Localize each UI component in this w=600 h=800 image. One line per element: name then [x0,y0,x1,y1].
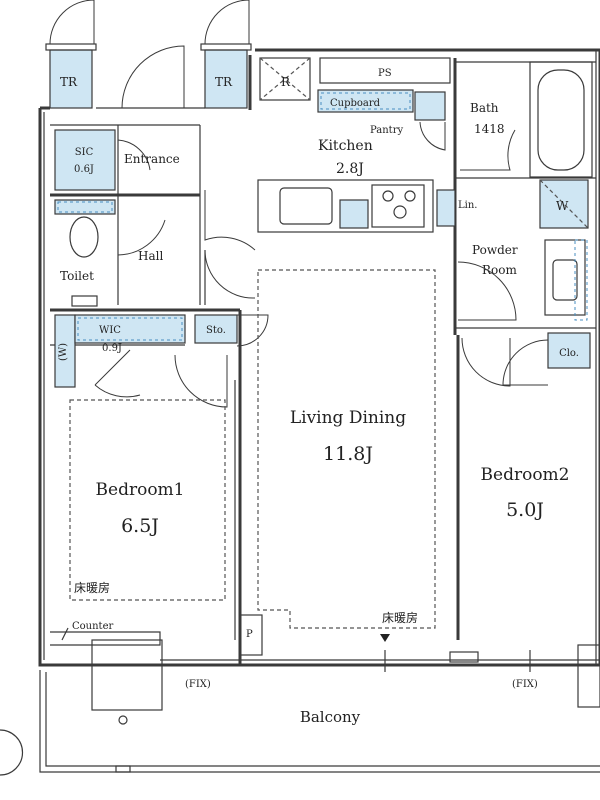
p-box: P [239,614,263,656]
sic-size: 0.6J [74,164,94,175]
cupboard-label: Cupboard [330,98,381,109]
tr-left-shaft: TR [45,0,97,109]
sic-label: SIC [75,147,94,158]
bedroom1-door [174,354,228,408]
toilet-room: Toilet [54,199,166,307]
floor-heat-living: 床暖房 [382,610,418,625]
fix-right-label: (FIX) [512,679,538,690]
living-size: 11.8J [323,443,373,465]
outer-walls [38,48,600,667]
p-label: P [246,629,253,640]
bedroom1-heating-zone [69,399,226,601]
right-pillar [577,644,600,708]
sic-closet: SIC 0.6J [54,129,151,191]
kitchen-size: 2.8J [336,161,364,177]
ps-label: PS [378,68,392,79]
bedroom2-door [461,337,511,387]
powder-label-2: Room [482,263,517,277]
living-label: Living Dining [290,408,406,428]
powder-label: Powder [472,243,518,257]
bath-area: Bath 1418 W Lin. Powder Room Clo. [436,58,596,386]
bath-label: Bath [470,101,499,115]
wic-closet: (W) WIC 0.9J [54,314,186,398]
bedroom1-size: 6.5J [121,515,159,537]
floor-heat-bedroom1: 床暖房 [74,580,110,595]
sto-label: Sto. [206,325,226,336]
bedroom2-label: Bedroom2 [481,465,570,485]
bath-size: 1418 [474,122,505,136]
clo-label: Clo. [559,348,579,359]
wic-size: 0.9J [102,343,122,354]
kitchen-label: Kitchen [318,138,373,154]
tr-left-label: TR [60,75,78,89]
lin-label: Lin. [458,200,477,211]
hall-door [204,190,256,299]
w-bath-label: W [556,199,569,213]
pantry-label: Pantry [370,125,403,136]
storage-closet: Sto. [194,314,269,347]
down-arrow-icon [380,634,390,642]
windows-bottom [160,650,600,672]
living-heating-zone [257,269,436,629]
edge-circle [0,729,24,776]
bedroom2-size: 5.0J [506,499,544,521]
balcony: Balcony [39,670,600,773]
entrance-door [96,45,205,109]
entrance-label: Entrance [124,152,180,166]
hall-label: Hall [138,249,163,263]
kitchen-area: R PS Cupboard Pantry Kitchen 2.8J [257,57,451,233]
toilet-label: Toilet [60,269,94,283]
counter-label: Counter [72,621,113,632]
wic-label: WIC [99,325,121,336]
interior-walls [234,310,460,665]
bedroom1-label: Bedroom1 [96,480,185,500]
fix-left-label: (FIX) [185,679,211,690]
wic-w-label: (W) [58,343,69,361]
outdoor-unit [91,639,163,725]
counter: Counter [50,621,161,646]
r-label: R [281,75,291,89]
tr-right-shaft: TR [200,0,252,109]
tr-right-label: TR [215,75,233,89]
balcony-label: Balcony [300,708,361,726]
